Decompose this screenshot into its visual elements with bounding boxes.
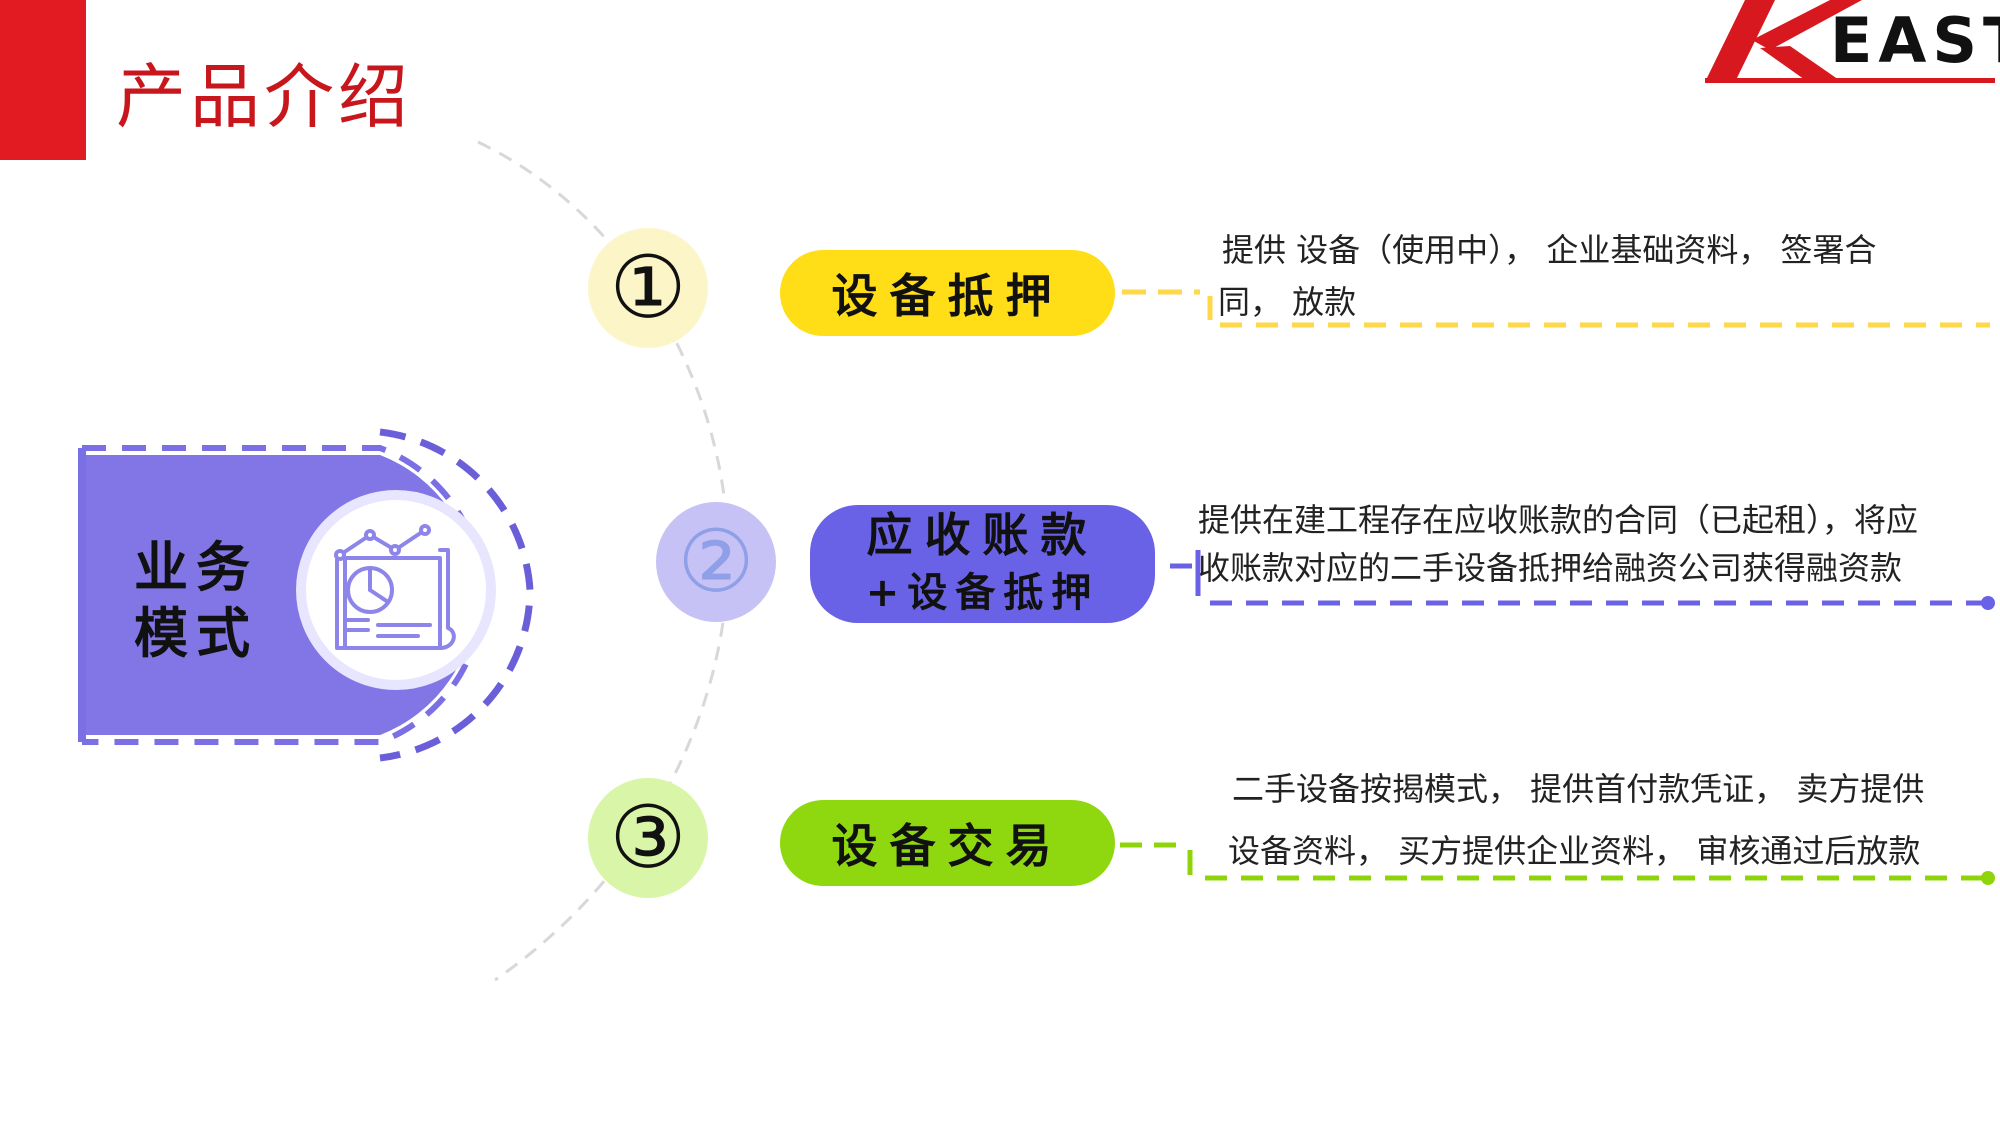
business-model-label: 业务 模式 — [134, 535, 274, 667]
number-badge-1-bg — [588, 228, 708, 348]
item-1-description: 提供 设备（使用中）， 企业基础资料， 签署合 同， 放款 — [1218, 224, 1982, 328]
number-badge-2-text: ② — [677, 512, 755, 612]
item-3-title-pill: 设备交易 — [780, 800, 1115, 886]
item-2-description-line2: 收账款对应的二手设备抵押给融资公司获得融资款 — [1198, 549, 1903, 587]
number-badge-3: ③ — [600, 790, 696, 886]
number-badge-3-text: ③ — [609, 788, 687, 888]
connector-3 — [1120, 842, 1995, 885]
item-2-title-line1: 应收账款 — [866, 508, 1099, 562]
item-2-description-line1: 提供在建工程存在应收账款的合同（已起租），将应 — [1198, 501, 1919, 539]
business-model-label-line1: 业务 — [134, 536, 258, 599]
item-1-title: 设备抵押 — [831, 269, 1064, 323]
number-badge-3-bg — [588, 778, 708, 898]
item-1-title-pill: 设备抵押 — [780, 250, 1115, 336]
number-badge-1: ① — [600, 240, 696, 336]
title-accent-bar — [0, 0, 86, 160]
business-model-badge — [78, 428, 534, 762]
item-3-title: 设备交易 — [831, 819, 1064, 873]
item-3-description-line1: 二手设备按揭模式， 提供首付款凭证， 卖方提供 — [1232, 770, 1925, 808]
item-2-title-pill: 应收账款 +设备抵押 — [810, 505, 1155, 623]
connector-2 — [1170, 550, 1995, 610]
item-1-description-line1: 提供 设备（使用中）， 企业基础资料， 签署合 — [1222, 231, 1877, 269]
brand-logo-text: EAST — [1830, 4, 2000, 77]
item-1-description-line2: 同， 放款 — [1218, 283, 1357, 321]
item-2-description: 提供在建工程存在应收账款的合同（已起租），将应 收账款对应的二手设备抵押给融资公… — [1198, 496, 1988, 592]
number-badge-2-bg — [656, 502, 776, 622]
brand-logo-mark — [1705, 0, 1995, 83]
connector-1 — [1122, 289, 1990, 328]
page-title: 产品介绍 — [116, 56, 412, 138]
business-model-label-line2: 模式 — [134, 602, 258, 665]
number-badge-1-text: ① — [609, 238, 687, 338]
item-3-description: 二手设备按揭模式， 提供首付款凭证， 卖方提供 设备资料， 买方提供企业资料， … — [1228, 758, 1992, 882]
number-badge-2: ② — [668, 514, 764, 610]
report-chart-icon — [334, 524, 456, 650]
item-3-description-line2: 设备资料， 买方提供企业资料， 审核通过后放款 — [1228, 832, 1921, 870]
item-2-title-line2: +设备抵押 — [865, 570, 1100, 616]
